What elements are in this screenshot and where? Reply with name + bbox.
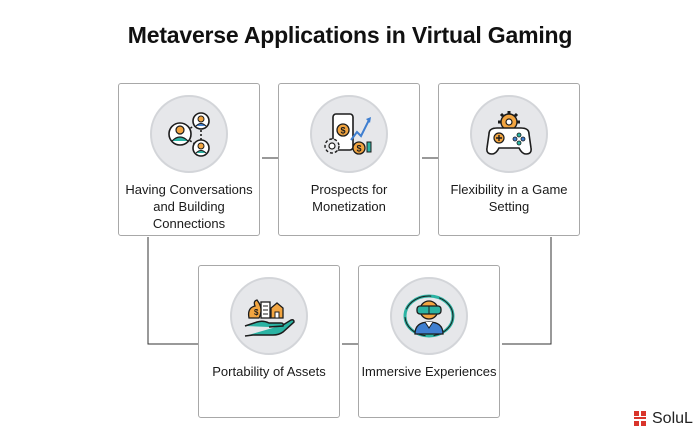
icon-circle <box>390 277 468 355</box>
card-label: Portability of Assets <box>212 364 326 379</box>
vr-headset-icon <box>403 294 455 338</box>
svg-text:$: $ <box>254 308 259 317</box>
card-monetization: $ $ Prospects for Monetization <box>278 83 420 236</box>
card-label: Immersive Experiences <box>361 364 497 379</box>
icon-circle: $ <box>230 277 308 355</box>
icon-circle <box>470 95 548 173</box>
monetization-phone-icon: $ $ <box>324 113 372 155</box>
card-label: Having Conversations and Building Connec… <box>125 182 253 231</box>
card-portability: $ Portability of Assets <box>198 265 340 418</box>
card-label: Flexibility in a Game Setting <box>450 182 568 214</box>
hand-assets-icon: $ <box>244 299 295 337</box>
card-flexibility: Flexibility in a Game Setting <box>438 83 580 236</box>
icon-circle <box>150 95 228 173</box>
card-conversations: Having Conversations and Building Connec… <box>118 83 260 236</box>
gamepad-gear-icon <box>486 111 532 155</box>
brand-logo: SoluL <box>634 410 693 428</box>
card-label: Prospects for Monetization <box>310 182 388 214</box>
brand-mark-icon <box>634 411 646 426</box>
connector-3-5 <box>502 237 552 345</box>
card-immersive: Immersive Experiences <box>358 265 500 418</box>
svg-text:$: $ <box>340 126 345 136</box>
brand-name: SoluL <box>652 410 693 427</box>
people-network-icon <box>168 112 210 157</box>
page-title: Metaverse Applications in Virtual Gaming <box>127 22 573 48</box>
svg-text:$: $ <box>356 144 361 154</box>
connector-1-4 <box>147 237 198 345</box>
icon-circle: $ $ <box>310 95 388 173</box>
